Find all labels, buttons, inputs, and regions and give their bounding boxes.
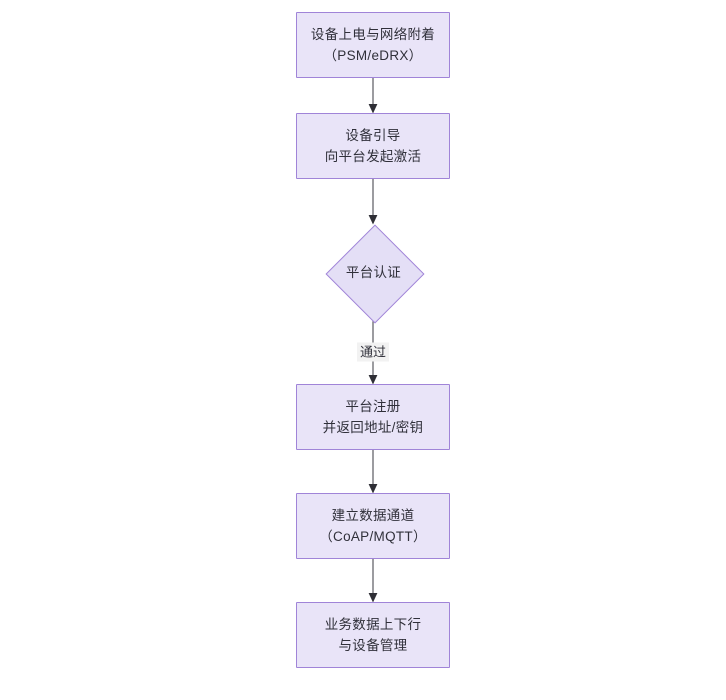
node-label: 平台注册 并返回地址/密钥 [322,399,424,435]
edge-label-pass: 通过 [356,342,390,362]
node-label: 建立数据通道 （CoAP/MQTT） [319,508,427,544]
edge-n2-n3 [368,179,378,225]
edge-n1-n2 [368,78,378,114]
node-device-power-on[interactable]: 设备上电与网络附着 （PSM/eDRX） [296,12,450,78]
node-label: 设备引导 向平台发起激活 [324,128,422,164]
node-platform-registration[interactable]: 平台注册 并返回地址/密钥 [296,384,450,450]
node-label: 平台认证 [345,265,402,280]
edge-n4-n5 [368,450,378,494]
node-label: 设备上电与网络附着 （PSM/eDRX） [310,27,436,63]
node-platform-authentication-decision[interactable]: 平台认证 [325,224,424,323]
edge-n5-n6 [368,559,378,603]
node-device-bootstrap[interactable]: 设备引导 向平台发起激活 [296,113,450,179]
node-label: 业务数据上下行 与设备管理 [324,617,422,653]
node-business-data-and-device-management[interactable]: 业务数据上下行 与设备管理 [296,602,450,668]
node-establish-data-channel[interactable]: 建立数据通道 （CoAP/MQTT） [296,493,450,559]
